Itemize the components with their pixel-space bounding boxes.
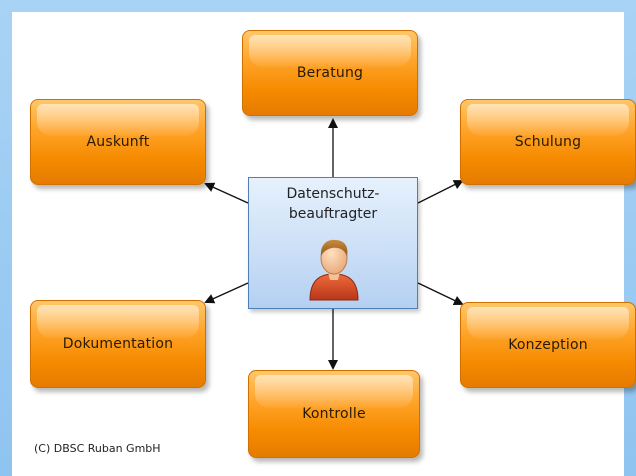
node-auskunft-label: Auskunft <box>86 134 150 150</box>
center-node-datenschutzbeauftragter: Datenschutz- beauftragter <box>248 177 418 309</box>
center-label-line2: beauftragter <box>288 206 378 222</box>
arrow-to-konzeption <box>417 282 464 306</box>
arrow-to-schulung <box>417 180 464 204</box>
node-beratung: Beratung <box>242 30 418 116</box>
center-label-line1: Datenschutz- <box>286 186 380 202</box>
node-dokumentation-label: Dokumentation <box>62 336 174 352</box>
node-schulung: Schulung <box>460 99 636 185</box>
node-kontrolle-label: Kontrolle <box>302 406 366 422</box>
person-icon <box>309 239 359 301</box>
node-schulung-label: Schulung <box>514 134 582 150</box>
node-konzeption: Konzeption <box>460 302 636 388</box>
arrow-to-dokumentation <box>204 282 249 304</box>
node-kontrolle: Kontrolle <box>248 370 420 458</box>
node-konzeption-label: Konzeption <box>508 337 588 353</box>
node-beratung-label: Beratung <box>296 65 364 81</box>
copyright-text: (C) DBSC Ruban GmbH <box>34 442 161 455</box>
arrow-to-auskunft <box>204 182 249 204</box>
node-dokumentation: Dokumentation <box>30 300 206 388</box>
node-auskunft: Auskunft <box>30 99 206 185</box>
